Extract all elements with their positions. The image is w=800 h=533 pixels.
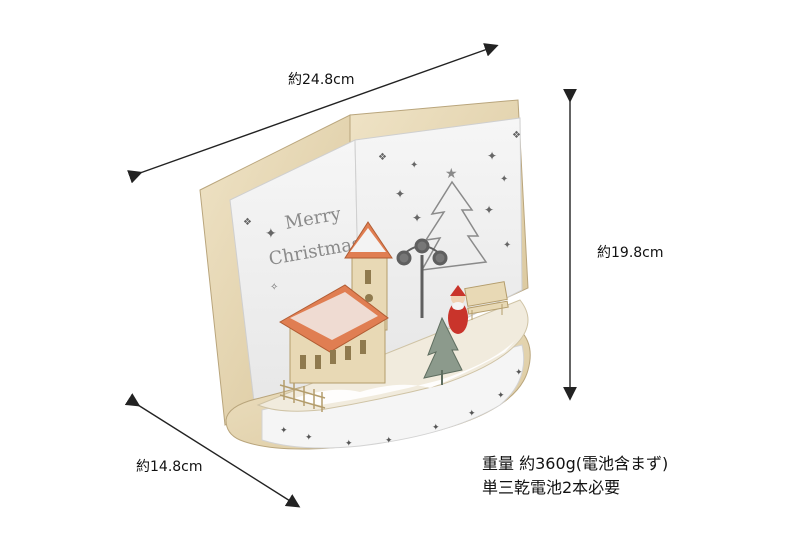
- width-dimension-label: 約24.8cm: [288, 72, 355, 88]
- small-tree-icon: [423, 316, 463, 385]
- svg-text:★: ★: [445, 166, 458, 182]
- bench-icon: [464, 281, 509, 320]
- tree-cutout-icon: ★: [420, 166, 488, 271]
- church-icon: [279, 221, 393, 412]
- svg-text:❖: ❖: [378, 152, 387, 163]
- svg-text:✦: ✦: [305, 433, 313, 443]
- svg-text:✦: ✦: [280, 426, 288, 436]
- svg-text:✧: ✧: [270, 282, 278, 293]
- height-dimension-label: 約19.8cm: [597, 245, 664, 261]
- svg-text:✦: ✦: [487, 149, 497, 163]
- svg-text:✦: ✦: [265, 226, 277, 242]
- svg-text:✦: ✦: [432, 423, 440, 433]
- svg-text:✦: ✦: [497, 391, 505, 401]
- width-arrow: [127, 43, 499, 184]
- depth-dimension-label: 約14.8cm: [136, 459, 203, 475]
- svg-text:✦: ✦: [410, 160, 418, 171]
- svg-text:❖: ❖: [243, 217, 252, 228]
- weight-spec: 重量 約360g(電池含まず): [482, 454, 669, 473]
- svg-text:✦: ✦: [500, 174, 508, 185]
- music-box-book: ✦ ❖ ✧ ❖ ✦ ✦ ✦ ✦ ✦ ✦ ✦ ❖ Merry Christmas …: [199, 99, 531, 450]
- santa-figure-icon: [448, 285, 468, 334]
- svg-text:✦: ✦: [385, 436, 393, 446]
- lamp-post-icon: [396, 238, 448, 318]
- svg-text:✦: ✦: [515, 368, 523, 378]
- svg-text:✦: ✦: [503, 240, 511, 251]
- svg-text:❖: ❖: [512, 130, 521, 141]
- svg-text:✦: ✦: [468, 409, 476, 419]
- svg-text:✦: ✦: [484, 203, 494, 217]
- svg-text:✦: ✦: [345, 439, 353, 449]
- depth-arrow: [124, 393, 301, 508]
- svg-text:✦: ✦: [395, 187, 405, 201]
- svg-text:✦: ✦: [412, 211, 422, 225]
- battery-spec: 単三乾電池2本必要: [482, 478, 621, 497]
